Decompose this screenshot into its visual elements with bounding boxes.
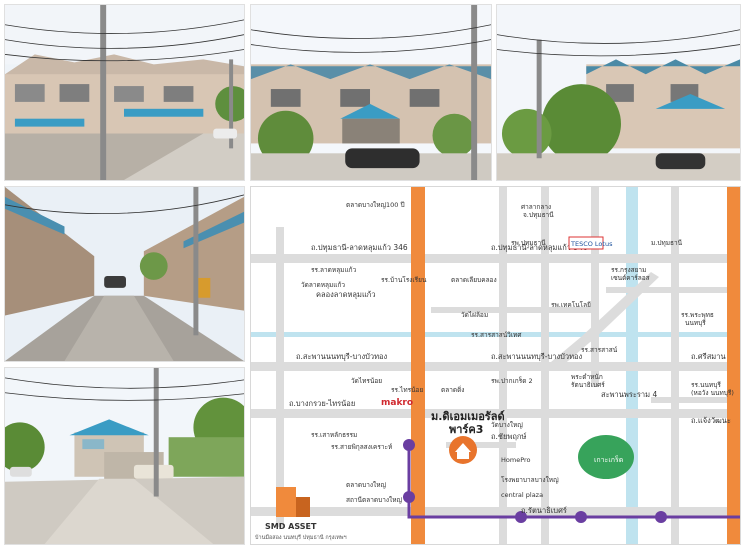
photo-townhouse-garden <box>496 4 741 181</box>
road-label: ถ.สะพานนนทบุรี-บางบัวทอง <box>296 352 388 361</box>
place-label: HomePro <box>501 456 531 464</box>
makro-logo: makro <box>381 398 413 408</box>
road-label: สะพานพระราม 4 <box>601 390 657 399</box>
place-label: รร.สารสาสน์ <box>581 346 618 354</box>
place-label: รพ.เทคโนโลยี <box>551 301 591 309</box>
place-label: พระตำหนัก <box>571 373 603 381</box>
place-label: ศาลากลาง <box>521 203 551 211</box>
place-label: รร.บ้านโรงเรียน <box>381 276 427 284</box>
photo-townhouse-car <box>250 4 492 181</box>
photo-village-entrance <box>4 367 245 545</box>
place-label: วัดไทรน้อย <box>351 377 382 385</box>
place-label: โรงพยาบาลบางใหญ่ <box>501 476 559 484</box>
place-label: จ.ปทุมธานี <box>523 211 554 219</box>
place-label: เกาะเกร็ด <box>594 455 623 464</box>
road-label: ถ.ชัยพฤกษ์ <box>491 432 527 441</box>
road-label: ถ.สะพานนนทบุรี-บางบัวทอง <box>491 352 583 361</box>
place-label: (หอวัง นนทบุรี) <box>691 389 734 397</box>
place-label: ตลาดติ่ง <box>441 385 464 394</box>
ko-kret-island <box>578 435 634 479</box>
svg-text:บ้านมือสอง นนทบุรี ปทุมธานี กร: บ้านมือสอง นนทบุรี ปทุมธานี กรุงเทพฯ <box>255 534 347 541</box>
place-label: รร.สารสาสน์วิเทศ <box>471 331 522 339</box>
place-label: รร.กรุงสยาม <box>611 266 646 274</box>
place-label: ตลาดบางใหญ่100 ปี <box>346 201 405 209</box>
svg-text:TESCO Lotus: TESCO Lotus <box>570 240 613 248</box>
road-label: ถ.ปทุมธานี-ลาดหลุมแก้ว 346 <box>311 243 408 252</box>
property-sub: พาร์ค3 <box>449 423 483 436</box>
place-label: สถานีตลาดบางใหญ่ <box>346 496 402 504</box>
tesco-badge: TESCO Lotus <box>568 236 613 250</box>
place-label: วัดลาดหลุมแก้ว <box>301 281 345 289</box>
place-label: รร.ลาดหลุมแก้ว <box>311 266 357 274</box>
property-name: ม.ดิเอมเมอรัลด์ <box>431 410 505 423</box>
canal <box>251 332 740 337</box>
place-label: รพ.ปากเกร็ด 2 <box>491 376 533 385</box>
photo-soi-street <box>4 186 245 362</box>
place-label: ตลาดเลียบคลอง <box>451 276 497 284</box>
place-label: รร.เสาหลักธรรม <box>311 431 357 439</box>
road-label: คลองลาดหลุมแก้ว <box>316 290 376 299</box>
property-marker <box>449 436 477 464</box>
place-label: รพ.ปทุมธานี <box>511 239 546 247</box>
place-label: วัดบางใหญ่ <box>491 421 523 429</box>
place-label: รร.ไทรน้อย <box>391 386 423 394</box>
tiwanon-road <box>727 187 740 544</box>
road-label: ถ.แจ้งวัฒนะ <box>691 416 731 425</box>
place-label: รร.พระพุทธ <box>681 311 714 319</box>
smd-asset-logo: SMD ASSET บ้านมือสอง นนทบุรี ปทุมธานี กร… <box>255 487 347 541</box>
place-label: ม.ปทุมธานี <box>651 239 683 247</box>
kanchanaphisek-road <box>411 187 425 544</box>
road-label: ถ.บางกรวย-ไทรน้อย <box>289 399 355 408</box>
road-label: ถ.ปทุมธานี-ลาดหลุมแก้ว 346 <box>491 243 588 252</box>
svg-text:SMD ASSET: SMD ASSET <box>265 522 317 531</box>
place-label: นนทบุรี <box>685 319 706 327</box>
place-label: รัตนาธิเบศร์ <box>571 381 605 389</box>
place-label: central plaza <box>501 491 543 499</box>
place-label: เซนต์คาร์ลอส <box>611 274 650 282</box>
road-label: ถ.ศรีสมาน <box>691 352 726 361</box>
place-label: ตลาดบางใหญ่ <box>346 481 386 489</box>
road-label: ถ.รัตนาธิเบศร์ <box>521 506 567 515</box>
location-map: ถ.ปทุมธานี-ลาดหลุมแก้ว 346 ถ.ปทุมธานี-ลา… <box>250 186 741 545</box>
place-label: รร.นนทบุรี <box>691 381 721 389</box>
place-label: รร.สายพิกุลสงเคราะห์ <box>331 443 392 451</box>
photo-townhouse-front <box>4 4 245 181</box>
purple-line-mrt <box>407 445 740 519</box>
place-label: วัดไผ่ล้อม <box>461 311 488 319</box>
